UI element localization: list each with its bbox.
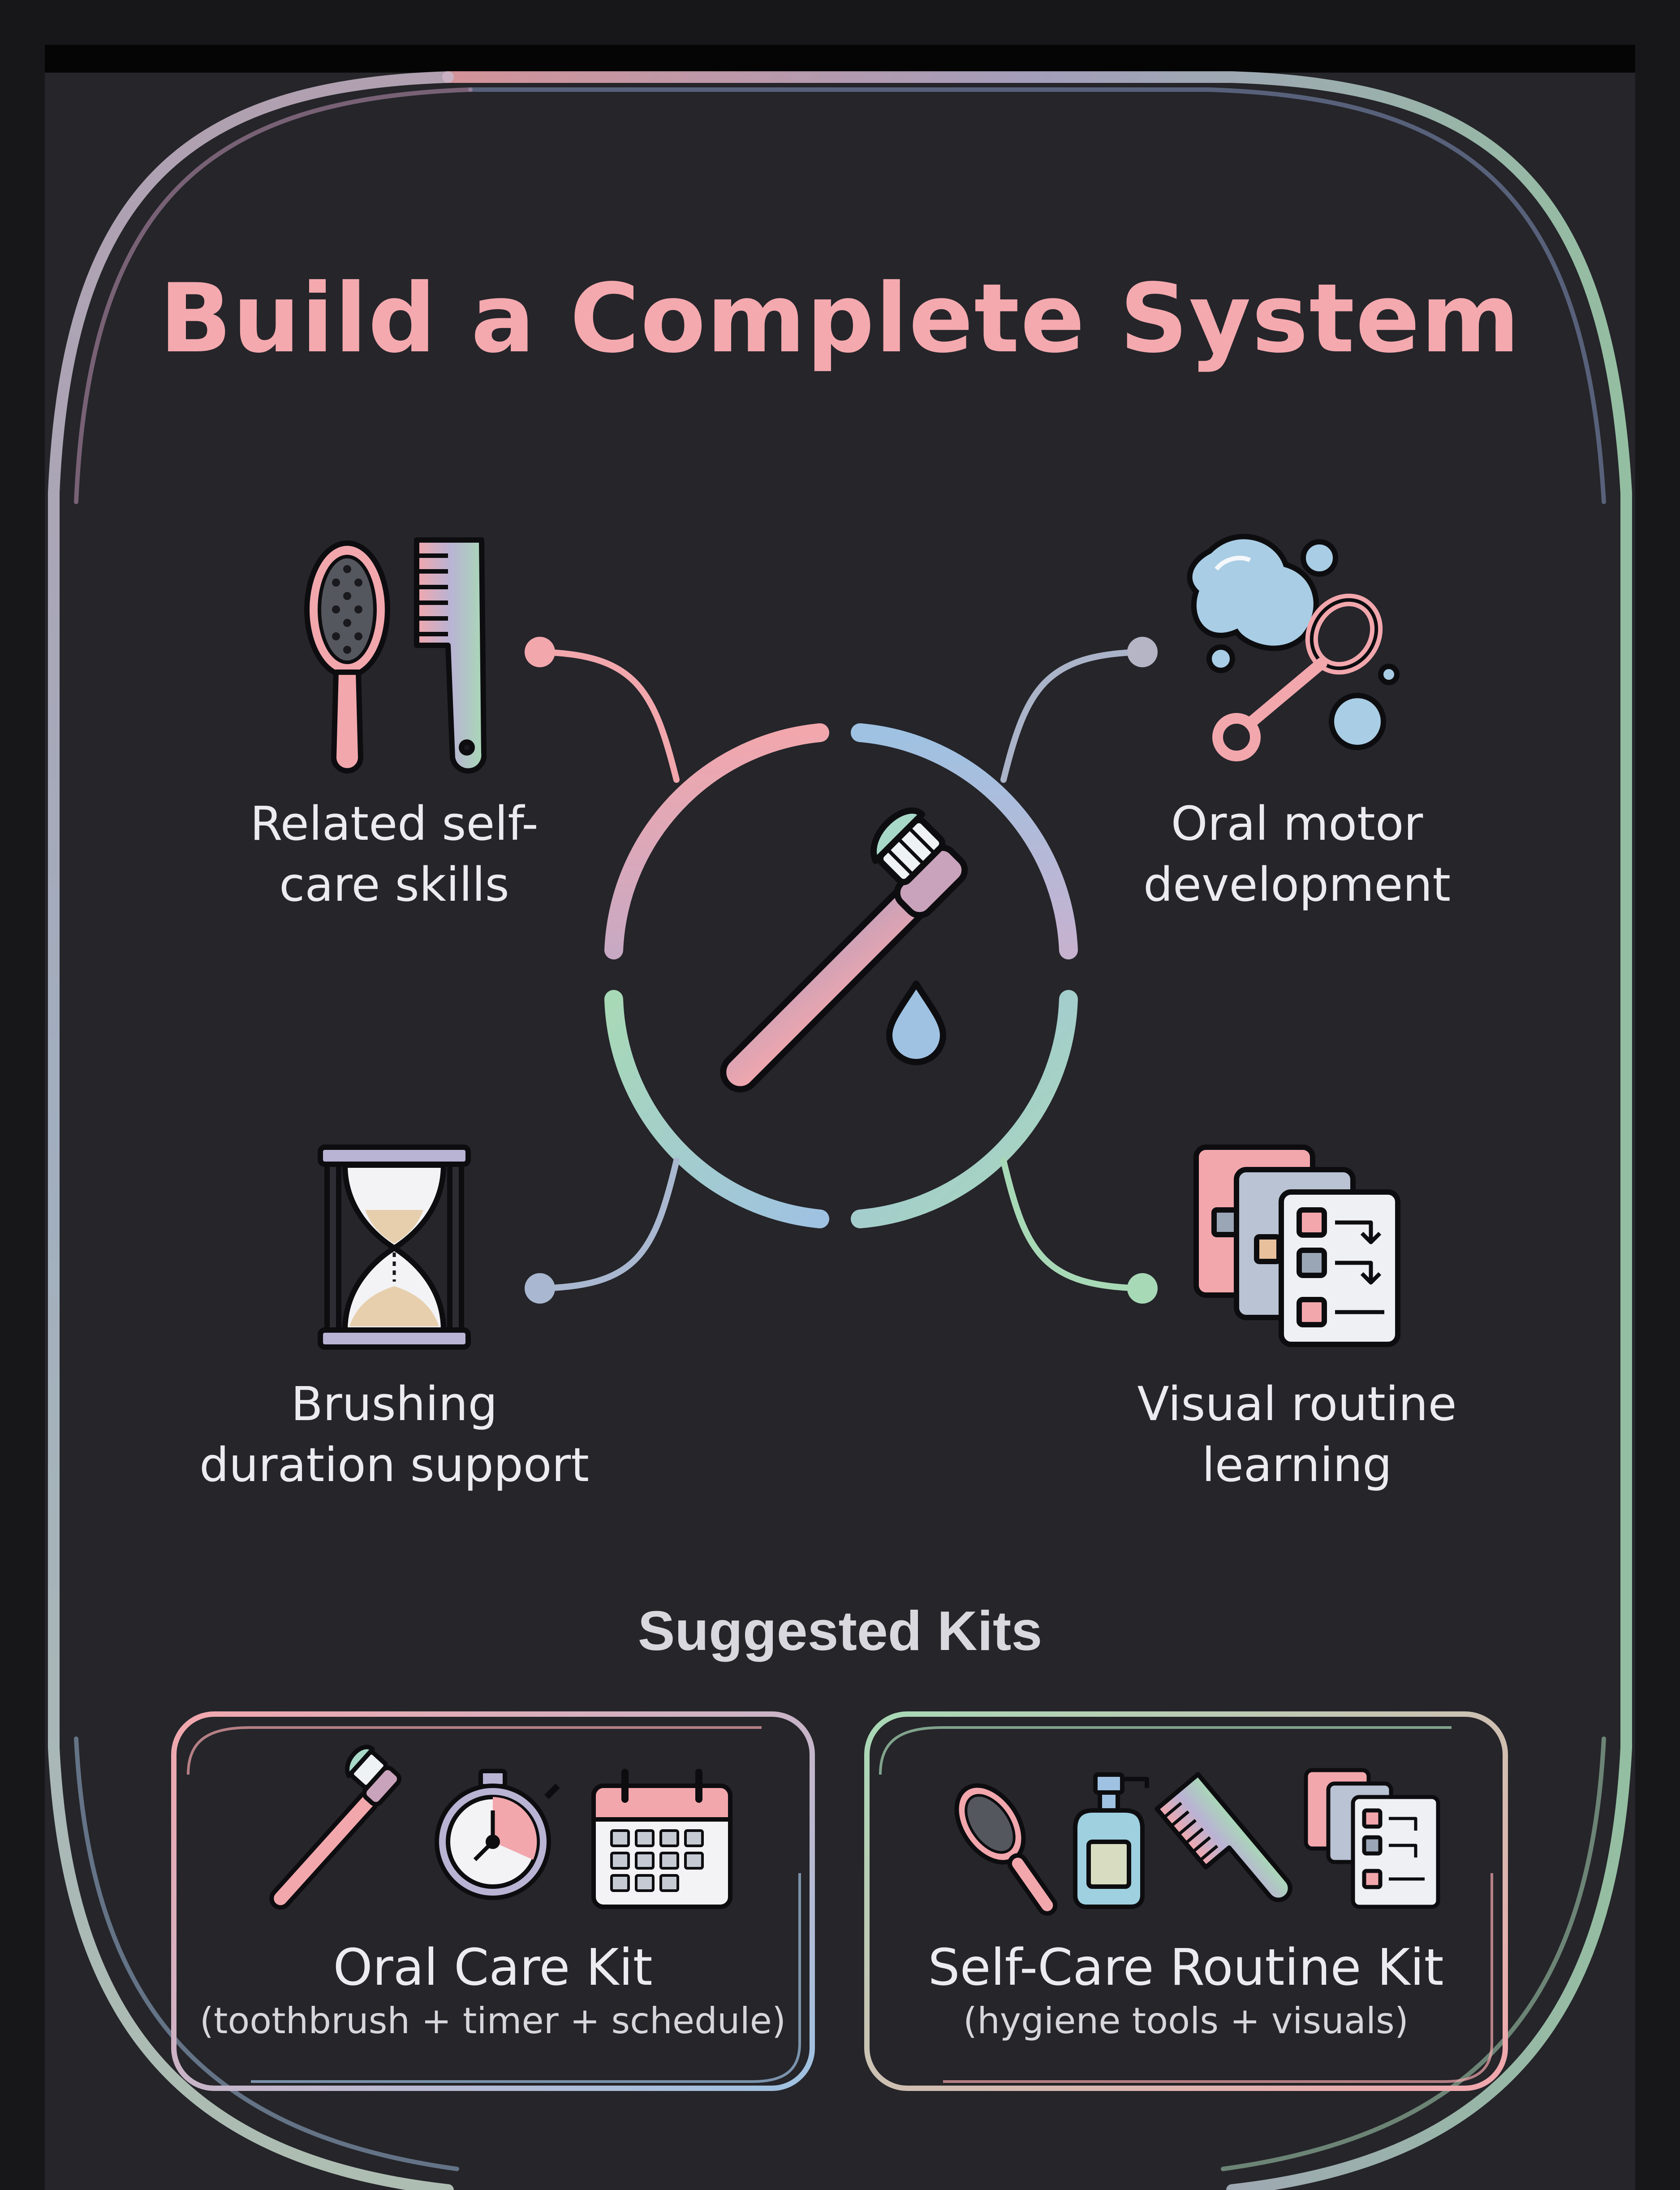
skill-label-oral-motor: Oral motor development [1051, 793, 1543, 915]
center-ring [604, 723, 1078, 1228]
calendar-icon [591, 1769, 732, 1909]
schedule-cards-icon [1304, 1768, 1440, 1909]
ring-segment-top-left [604, 723, 829, 959]
comb-icon [1154, 1772, 1292, 1902]
skill-label-line1: Oral motor [1171, 796, 1423, 851]
visual-schedule-cards-icon [1193, 1145, 1400, 1347]
hairbrush-comb-icon [304, 537, 487, 774]
skill-label-visual-routine: Visual routine learning [1051, 1374, 1543, 1495]
kit-card-self-care-routine[interactable] [864, 1711, 1508, 2091]
kit-description-oral-care: (toothbrush + timer + schedule) [199, 2000, 786, 2042]
kit-name-oral-care: Oral Care Kit [333, 1939, 653, 1997]
skill-label-brushing-duration: Brushing duration support [148, 1374, 641, 1495]
skill-label-line2: care skills [279, 857, 509, 912]
kit-toothbrush-icon [269, 1745, 402, 1910]
hourglass-icon [318, 1145, 471, 1350]
decorative-frame [48, 71, 1632, 2190]
skill-label-line1: Brushing [291, 1377, 498, 1431]
kit-description-self-care: (hygiene tools + visuals) [963, 2000, 1409, 2042]
kit-card-oral-care[interactable] [171, 1711, 815, 2091]
suggested-kits-heading: Suggested Kits [638, 1600, 1042, 1662]
toothbrush-icon [720, 807, 968, 1093]
skill-label-line1: Visual routine [1137, 1377, 1457, 1431]
connectors [525, 637, 1158, 1304]
kit-name-self-care: Self-Care Routine Kit [928, 1939, 1444, 1997]
soap-dispenser-icon [1073, 1772, 1149, 1909]
skill-label-line2: learning [1202, 1438, 1392, 1492]
bubbles-wand-icon [1187, 534, 1400, 761]
skill-label-line2: duration support [199, 1438, 589, 1492]
page-title: Build a Complete System [159, 263, 1521, 374]
skill-label-line1: Related self- [250, 796, 538, 851]
kit-hairbrush-icon [954, 1783, 1058, 1916]
stopwatch-icon [435, 1769, 560, 1900]
ring-segment-bottom-right [851, 990, 1078, 1228]
ring-segment-top-right [851, 723, 1078, 959]
top-bar [45, 45, 1635, 73]
skill-label-self-care: Related self- care skills [148, 793, 641, 915]
ring-segment-bottom-left [604, 990, 829, 1228]
skill-label-line2: development [1143, 857, 1451, 912]
